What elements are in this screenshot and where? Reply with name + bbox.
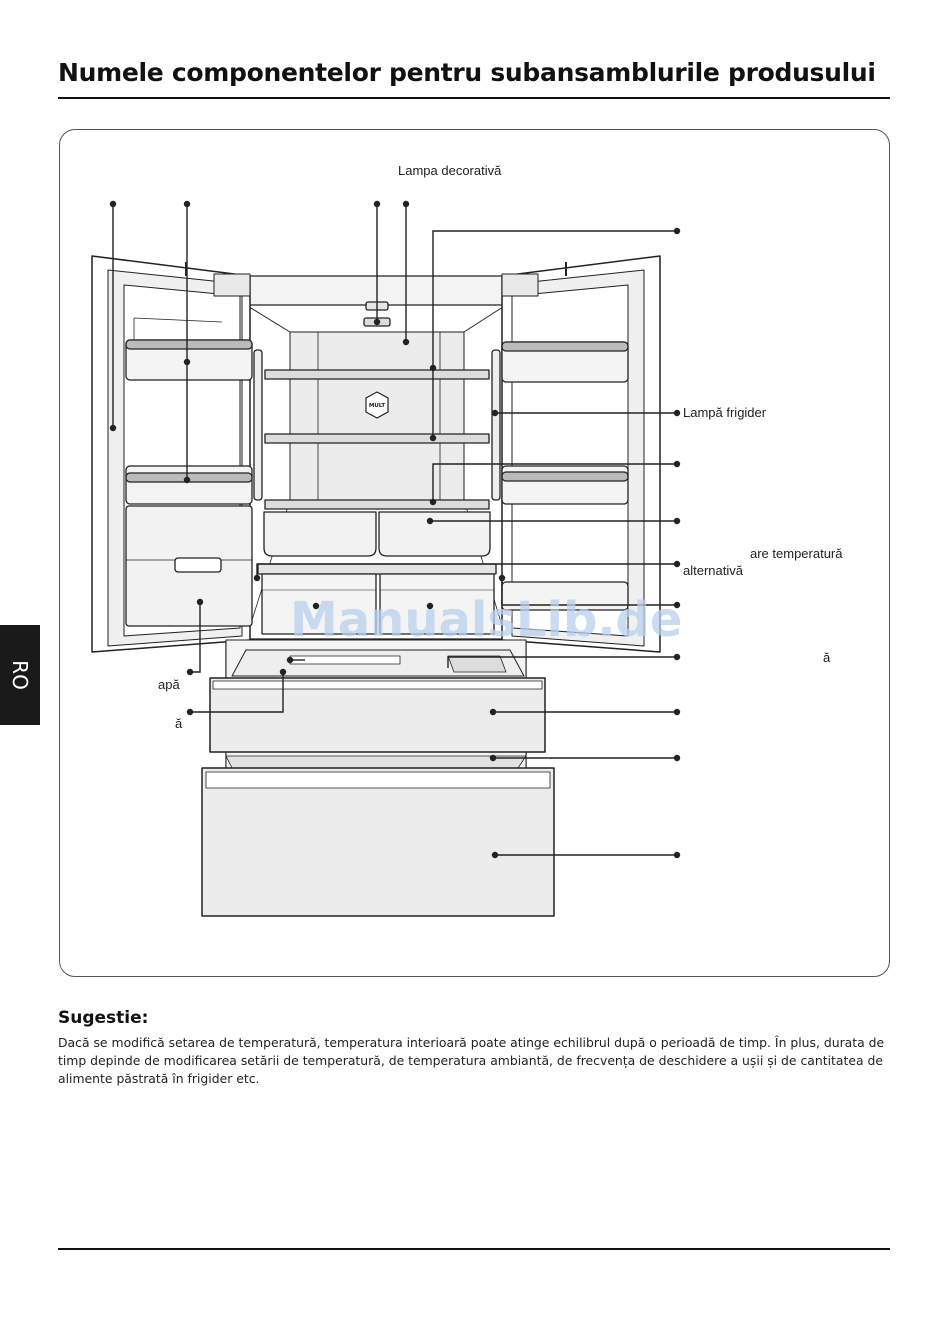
tip-text: Dacă se modifică setarea de temperatură,… xyxy=(58,1035,885,1086)
label-alt-temp-line1: are temperatură xyxy=(750,546,843,561)
label-right-partial: ă xyxy=(823,650,831,665)
watermark: ManualsLib.de xyxy=(290,592,683,648)
crisper-left xyxy=(263,511,377,557)
language-tab-label: RO xyxy=(8,660,32,690)
tip-heading: Sugestie: xyxy=(58,1008,149,1028)
label-fridge-lamp: Lampă frigider xyxy=(683,405,767,420)
page-title: Numele componentelor pentru subansamblur… xyxy=(58,58,876,87)
multi-temp-badge: MULT xyxy=(365,391,389,419)
glass-shelf-1 xyxy=(264,369,490,380)
language-tab: RO xyxy=(0,625,40,725)
label-left-partial: ă xyxy=(175,716,183,731)
badge-text: MULT xyxy=(369,403,386,409)
convertible-zone-drawer xyxy=(257,563,497,575)
glass-shelf-2 xyxy=(264,433,490,444)
label-water: apă xyxy=(158,677,180,692)
left-door-bin-2 xyxy=(125,465,253,505)
title-rule xyxy=(58,97,890,99)
diagram-frame xyxy=(59,129,890,977)
glass-shelf-3 xyxy=(264,499,490,510)
freezer-drawer-upper xyxy=(209,677,546,753)
label-decorative-lamp: Lampa decorativă xyxy=(398,163,502,178)
bottom-rule xyxy=(58,1248,890,1250)
label-alt-temp-line2: alternativă xyxy=(683,563,743,578)
refrigerator-diagram: MULT xyxy=(91,200,681,917)
freezer-drawer-lower xyxy=(201,767,555,917)
crisper-right xyxy=(378,511,491,557)
leader-dots xyxy=(109,200,681,859)
